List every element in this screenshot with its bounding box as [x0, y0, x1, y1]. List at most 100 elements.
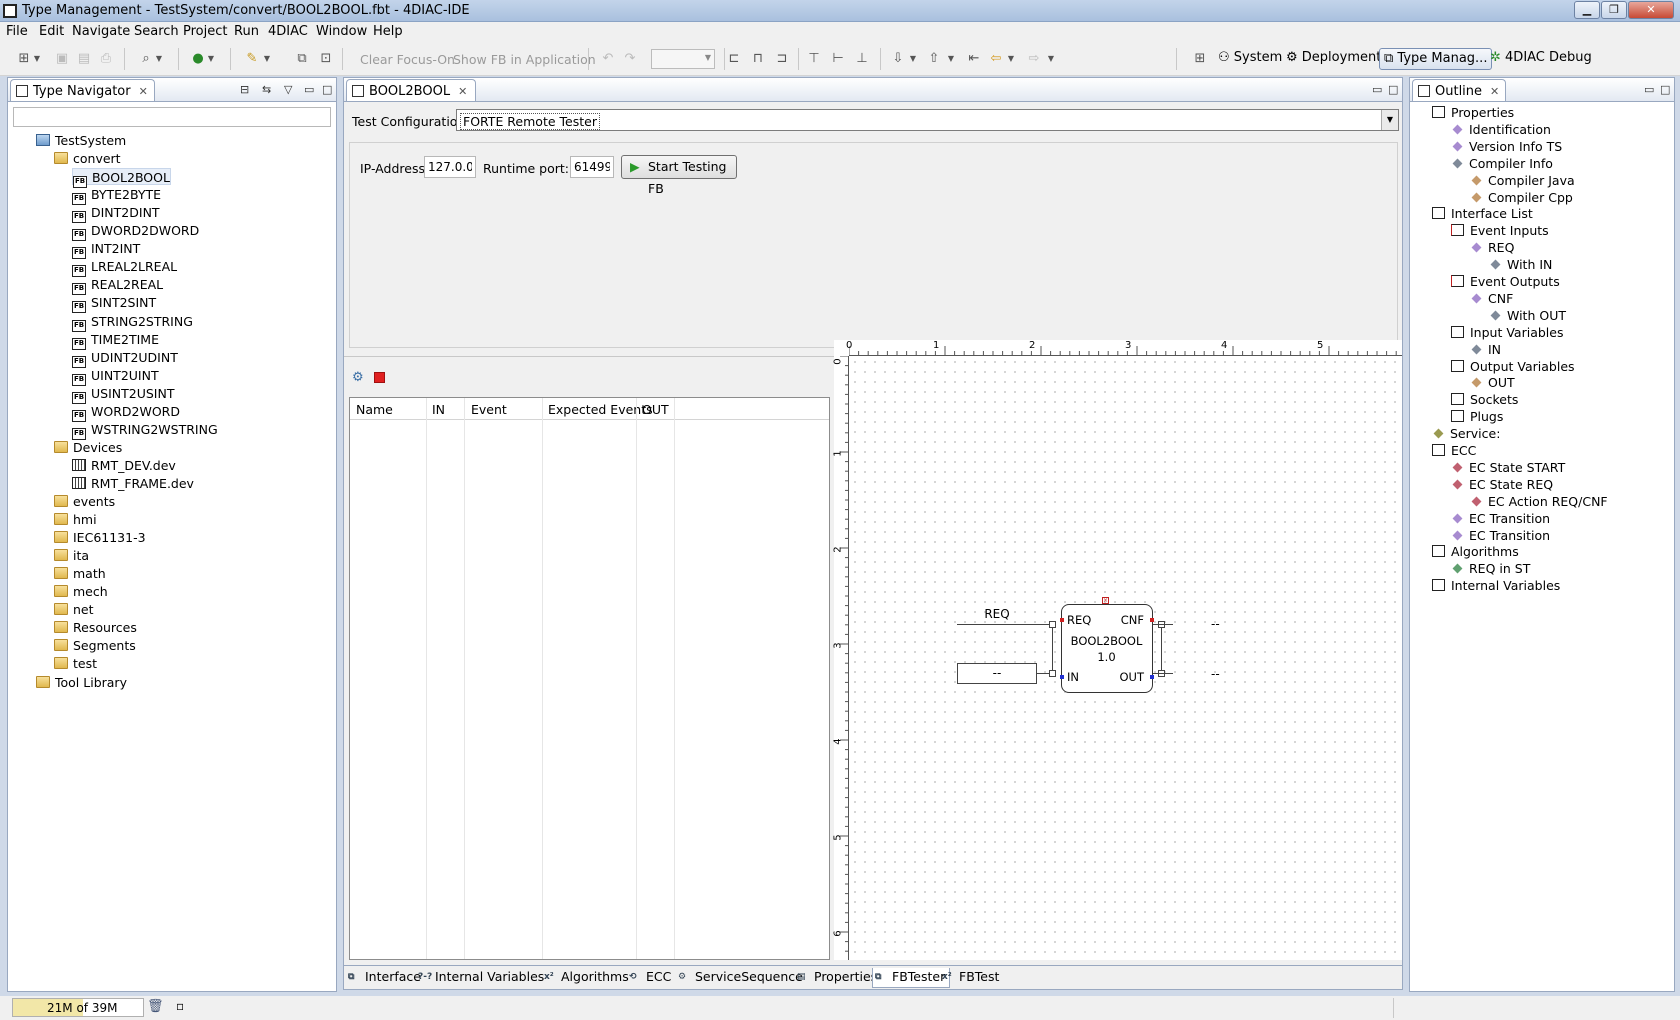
run-test-icon[interactable]: ⚙ — [352, 370, 364, 385]
outline-item[interactable]: Sockets — [1451, 391, 1518, 408]
outline-item[interactable]: CNF — [1470, 290, 1513, 307]
prev-annotation-dropdown-icon[interactable]: ▼ — [947, 54, 955, 63]
perspective-debug[interactable]: ✲ 4DIAC Debug — [1490, 50, 1592, 65]
fb-block-bool2bool[interactable]: REQ CNF BOOL2BOOL 1.0 IN OUT — [1060, 604, 1154, 693]
window-icon[interactable]: ⧉ — [297, 51, 307, 66]
align-middle-icon[interactable]: ⊢ — [832, 51, 844, 66]
navigator-tree-item[interactable]: net — [54, 601, 94, 618]
run-dropdown-icon[interactable]: ▼ — [207, 54, 215, 63]
perspective-deployment[interactable]: ⚙ Deployment — [1286, 50, 1382, 65]
navigator-filter-input[interactable] — [13, 107, 331, 127]
fb-canvas-grid[interactable]: REQ -- REQ CNF BOOL2BOOL 1.0 IN OUT — [850, 357, 1402, 960]
align-center-icon[interactable]: ⊓ — [752, 51, 764, 66]
navigator-tree-item[interactable]: ita — [54, 547, 89, 564]
maximize-button[interactable]: ❐ — [1601, 1, 1627, 19]
menu-navigate[interactable]: Navigate — [72, 24, 131, 39]
outline-item[interactable]: EC Transition — [1451, 510, 1550, 527]
menu-edit[interactable]: Edit — [39, 24, 65, 39]
outline-item[interactable]: EC State START — [1451, 459, 1565, 476]
menu-file[interactable]: File — [6, 24, 28, 39]
outline-item[interactable]: Input Variables — [1451, 324, 1563, 341]
navigator-tree-item[interactable]: Resources — [54, 619, 137, 636]
col-event[interactable]: Event — [471, 402, 507, 417]
align-right-icon[interactable]: ⊐ — [776, 51, 788, 66]
perspective-system[interactable]: ⚇ System — [1218, 50, 1283, 65]
tools-icon[interactable]: ✎ — [246, 51, 258, 66]
col-out[interactable]: OUT — [642, 402, 669, 417]
save-all-icon[interactable]: ▤ — [77, 51, 91, 66]
outline-item[interactable]: Version Info TS — [1451, 138, 1562, 155]
last-edit-icon[interactable]: ⇤ — [968, 51, 980, 66]
run-icon[interactable]: ● — [192, 51, 204, 66]
fast-view-icon[interactable]: ▫ — [176, 999, 185, 1013]
view-menu-icon[interactable]: ▽ — [284, 83, 293, 96]
navigator-tree-item[interactable]: math — [54, 565, 106, 582]
outline-item[interactable]: Interface List — [1432, 205, 1533, 222]
runtime-port-input[interactable] — [570, 156, 614, 178]
next-annotation-dropdown-icon[interactable]: ▼ — [909, 54, 917, 63]
outline-item[interactable]: EC Transition — [1451, 527, 1550, 544]
navigator-tree-item[interactable]: Devices — [54, 439, 122, 456]
col-in[interactable]: IN — [432, 402, 446, 417]
navigator-tree-item[interactable]: test — [54, 655, 97, 672]
search-dropdown-icon[interactable]: ▼ — [155, 54, 163, 63]
navigator-tree-item[interactable]: Segments — [54, 637, 136, 654]
redo-icon[interactable]: ↷ — [624, 51, 636, 66]
maximize-view-icon[interactable]: □ — [322, 83, 333, 96]
outline-item[interactable]: IN — [1470, 341, 1501, 358]
clear-focus-button[interactable]: Clear Focus-On — [360, 52, 455, 67]
navigator-tree-item[interactable]: RMT_DEV.dev — [72, 457, 176, 474]
back-icon[interactable]: ⇦ — [990, 51, 1002, 66]
new-icon[interactable]: ⊞ — [18, 51, 30, 66]
trash-icon[interactable]: 🗑 — [147, 999, 164, 1014]
tab-outline[interactable]: Outline✕ — [1412, 79, 1507, 101]
start-testing-button[interactable]: ▶ Start Testing FB — [621, 155, 737, 196]
save-icon[interactable]: ▣ — [55, 51, 69, 66]
menu-run[interactable]: Run — [234, 24, 259, 39]
outline-item[interactable]: ECC — [1432, 442, 1476, 459]
minimize-editor-icon[interactable]: ▭ — [1372, 83, 1383, 96]
outline-item[interactable]: Event Outputs — [1451, 273, 1560, 290]
print-icon[interactable]: ⎙ — [100, 51, 112, 66]
navigator-tree-item[interactable]: RMT_FRAME.dev — [72, 475, 194, 492]
tab-bool2bool[interactable]: BOOL2BOOL✕ — [346, 79, 477, 101]
outline-item[interactable]: EC State REQ — [1451, 476, 1553, 493]
forward-dropdown-icon[interactable]: ▼ — [1047, 54, 1055, 63]
align-bottom-icon[interactable]: ⊥ — [856, 51, 868, 66]
outline-item[interactable]: OUT — [1470, 374, 1515, 391]
forward-icon[interactable]: ⇨ — [1028, 51, 1040, 66]
minimize-view-icon[interactable]: ▭ — [304, 83, 315, 96]
col-expected-events[interactable]: Expected Events — [548, 402, 653, 417]
fb-port-cnf[interactable]: CNF — [1120, 613, 1144, 627]
tab-service-sequence[interactable]: ⚙ServiceSequence — [678, 969, 803, 984]
new-dropdown-icon[interactable]: ▼ — [33, 54, 41, 63]
minimize-view-icon[interactable]: ▭ — [1644, 83, 1655, 96]
align-left-icon[interactable]: ⊏ — [728, 51, 740, 66]
close-icon[interactable]: ✕ — [138, 85, 148, 98]
tab-interface[interactable]: ⧉Interface — [348, 969, 421, 984]
open-perspective-icon[interactable]: ⊞ — [1194, 51, 1206, 66]
navigator-tree-item[interactable]: convert — [54, 150, 121, 167]
perspective-type-management[interactable]: ⧉ Type Manag... — [1379, 48, 1493, 70]
outline-item[interactable]: Compiler Java — [1470, 172, 1575, 189]
req-input-field[interactable]: REQ — [957, 605, 1037, 625]
menu-project[interactable]: Project — [183, 24, 228, 39]
close-window-button[interactable]: ✕ — [1628, 1, 1674, 19]
tab-internal-variables[interactable]: ?-?Internal Variables — [418, 969, 545, 984]
navigator-tree-item[interactable]: TestSystem — [36, 132, 126, 149]
outline-item[interactable]: REQ in ST — [1451, 560, 1530, 577]
tab-ecc[interactable]: ⟲ECC — [629, 969, 672, 984]
fb-port-out[interactable]: OUT — [1119, 670, 1145, 684]
tab-properties[interactable]: ▤Properties — [797, 969, 878, 984]
prev-annotation-icon[interactable]: ⇧ — [928, 51, 940, 66]
